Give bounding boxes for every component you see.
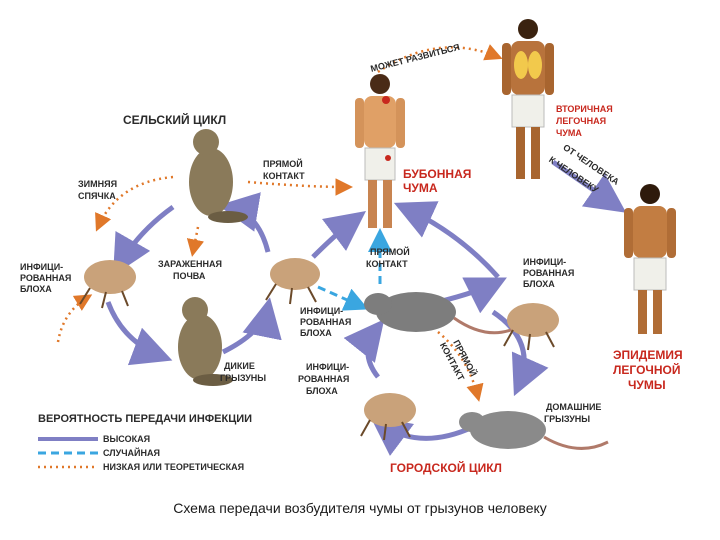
svg-text:ГРЫЗУНЫ: ГРЫЗУНЫ (220, 373, 266, 383)
infected-soil-label: ЗАРАЖЕННАЯ ПОЧВА (158, 259, 222, 281)
arrow-urban-flea-human (393, 201, 500, 279)
legend: ВЕРОЯТНОСТЬ ПЕРЕДАЧИ ИНФЕКЦИИ ВЫСОКАЯ СЛ… (38, 413, 252, 472)
svg-text:БЛОХА: БЛОХА (300, 328, 332, 338)
epidemic-label: ЭПИДЕМИЯ ЛЕГОЧНОЙ ЧУМЫ (613, 348, 683, 392)
svg-text:СПЯЧКА: СПЯЧКА (78, 191, 116, 201)
human-epidemic (624, 184, 676, 334)
wild-rodents-label: ДИКИЕ ГРЫЗУНЫ (220, 361, 266, 383)
svg-text:ЭПИДЕМИЯ: ЭПИДЕМИЯ (613, 348, 683, 362)
arrow-rural-1 (113, 204, 175, 276)
direct-contact-2: ПРЯМОЙ КОНТАКТ (366, 246, 410, 269)
urban-cycle-title: ГОРОДСКОЙ ЦИКЛ (390, 460, 502, 475)
svg-text:БЛОХА: БЛОХА (20, 284, 52, 294)
rat-domestic (459, 411, 609, 450)
wild-rodent-top (189, 129, 248, 223)
direct-contact-3: ПРЯМОЙ КОНТАКТ (438, 338, 480, 383)
svg-text:ЧУМА: ЧУМА (556, 128, 582, 138)
arrow-person-to-person (551, 159, 627, 213)
infected-flea-label-center: ИНФИЦИ- РОВАННАЯ БЛОХА (300, 306, 351, 338)
legend-label-high: ВЫСОКАЯ (103, 434, 150, 444)
svg-text:РОВАННАЯ: РОВАННАЯ (300, 317, 351, 327)
plague-transmission-diagram: СЕЛЬСКИЙ ЦИКЛ ГОРОДСКОЙ ЦИКЛ МОЖЕТ РАЗВИ… (20, 19, 683, 475)
arrow-flea-rat (317, 285, 369, 311)
svg-text:ПОЧВА: ПОЧВА (173, 271, 206, 281)
svg-text:КОНТАКТ: КОНТАКТ (366, 259, 408, 269)
hibernation-label: ЗИМНЯЯ СПЯЧКА (78, 179, 117, 201)
arrow-rural-4 (218, 192, 271, 253)
domestic-rodents-label: ДОМАШНИЕ ГРЫЗУНЫ (544, 402, 601, 424)
svg-text:ЧУМЫ: ЧУМЫ (628, 378, 666, 392)
svg-text:ДИКИЕ: ДИКИЕ (224, 361, 255, 371)
flea-left (79, 260, 136, 309)
svg-text:ИНФИЦИ-: ИНФИЦИ- (20, 262, 63, 272)
person-to-person-label: ОТ ЧЕЛОВЕКА К ЧЕЛОВЕКУ (547, 142, 621, 195)
rural-cycle-title: СЕЛЬСКИЙ ЦИКЛ (123, 112, 226, 127)
svg-text:БЛОХА: БЛОХА (523, 279, 555, 289)
arrow-rodent-human (247, 178, 353, 196)
infected-flea-label-right: ИНФИЦИ- РОВАННАЯ БЛОХА (523, 257, 574, 289)
svg-text:КОНТАКТ: КОНТАКТ (263, 171, 305, 181)
svg-text:ЗИМНЯЯ: ЗИМНЯЯ (78, 179, 117, 189)
arrow-wild-flea (56, 294, 93, 343)
flea-center (265, 258, 320, 305)
infected-flea-label-left: ИНФИЦИ- РОВАННАЯ БЛОХА (20, 262, 71, 294)
may-develop-label: МОЖЕТ РАЗВИТЬСЯ (369, 42, 460, 74)
arrow-urban-1 (491, 309, 549, 397)
arrow-soil-1 (186, 226, 205, 257)
arrow-rat-rat (437, 331, 484, 402)
arrow-rural-3 (221, 297, 282, 355)
arrow-urban-2 (369, 416, 475, 456)
slide-caption: Схема передачи возбудителя чумы от грызу… (173, 500, 547, 516)
svg-text:ЛЕГОЧНОЙ: ЛЕГОЧНОЙ (613, 362, 680, 377)
svg-text:ГРЫЗУНЫ: ГРЫЗУНЫ (544, 414, 590, 424)
human-bubonic (355, 74, 405, 228)
diagram-panel: СЕЛЬСКИЙ ЦИКЛ ГОРОДСКОЙ ЦИКЛ МОЖЕТ РАЗВИ… (18, 12, 690, 488)
legend-label-low: НИЗКАЯ ИЛИ ТЕОРЕТИЧЕСКАЯ (103, 462, 244, 472)
secondary-pneumonic-label: ВТОРИЧНАЯ ЛЕГОЧНАЯ ЧУМА (556, 104, 613, 138)
arrow-flea-human (311, 210, 366, 259)
human-secondary-pneumonic (502, 19, 554, 179)
svg-text:ЛЕГОЧНАЯ: ЛЕГОЧНАЯ (556, 116, 606, 126)
svg-text:БУБОННАЯ: БУБОННАЯ (403, 167, 471, 181)
svg-text:ИНФИЦИ-: ИНФИЦИ- (306, 362, 349, 372)
flea-bottom (360, 393, 416, 441)
svg-text:ЧУМА: ЧУМА (403, 181, 438, 195)
flea-right (503, 303, 559, 351)
bubonic-plague-label: БУБОННАЯ ЧУМА (403, 167, 471, 195)
svg-text:ВТОРИЧНАЯ: ВТОРИЧНАЯ (556, 104, 613, 114)
arrow-rural-2 (105, 301, 173, 366)
arrow-hibernation (95, 175, 174, 232)
svg-text:ПРЯМОЙ: ПРЯМОЙ (263, 158, 303, 169)
svg-text:РОВАННАЯ: РОВАННАЯ (523, 268, 574, 278)
svg-text:ИНФИЦИ-: ИНФИЦИ- (300, 306, 343, 316)
infected-flea-label-bottom: ИНФИЦИ- РОВАННАЯ БЛОХА (298, 362, 349, 396)
svg-text:ПРЯМОЙ: ПРЯМОЙ (370, 246, 410, 257)
legend-title: ВЕРОЯТНОСТЬ ПЕРЕДАЧИ ИНФЕКЦИИ (38, 413, 252, 425)
svg-text:ДОМАШНИЕ: ДОМАШНИЕ (546, 402, 601, 412)
svg-text:БЛОХА: БЛОХА (306, 386, 338, 396)
svg-text:РОВАННАЯ: РОВАННАЯ (298, 374, 349, 384)
svg-text:ЗАРАЖЕННАЯ: ЗАРАЖЕННАЯ (158, 259, 222, 269)
legend-label-accidental: СЛУЧАЙНАЯ (103, 447, 160, 458)
svg-text:РОВАННАЯ: РОВАННАЯ (20, 273, 71, 283)
svg-text:ИНФИЦИ-: ИНФИЦИ- (523, 257, 566, 267)
arrow-urban-3 (343, 319, 385, 379)
arrow-urban-4 (437, 277, 507, 314)
direct-contact-1: ПРЯМОЙ КОНТАКТ (263, 158, 305, 181)
wild-rodent-bottom (178, 297, 233, 386)
